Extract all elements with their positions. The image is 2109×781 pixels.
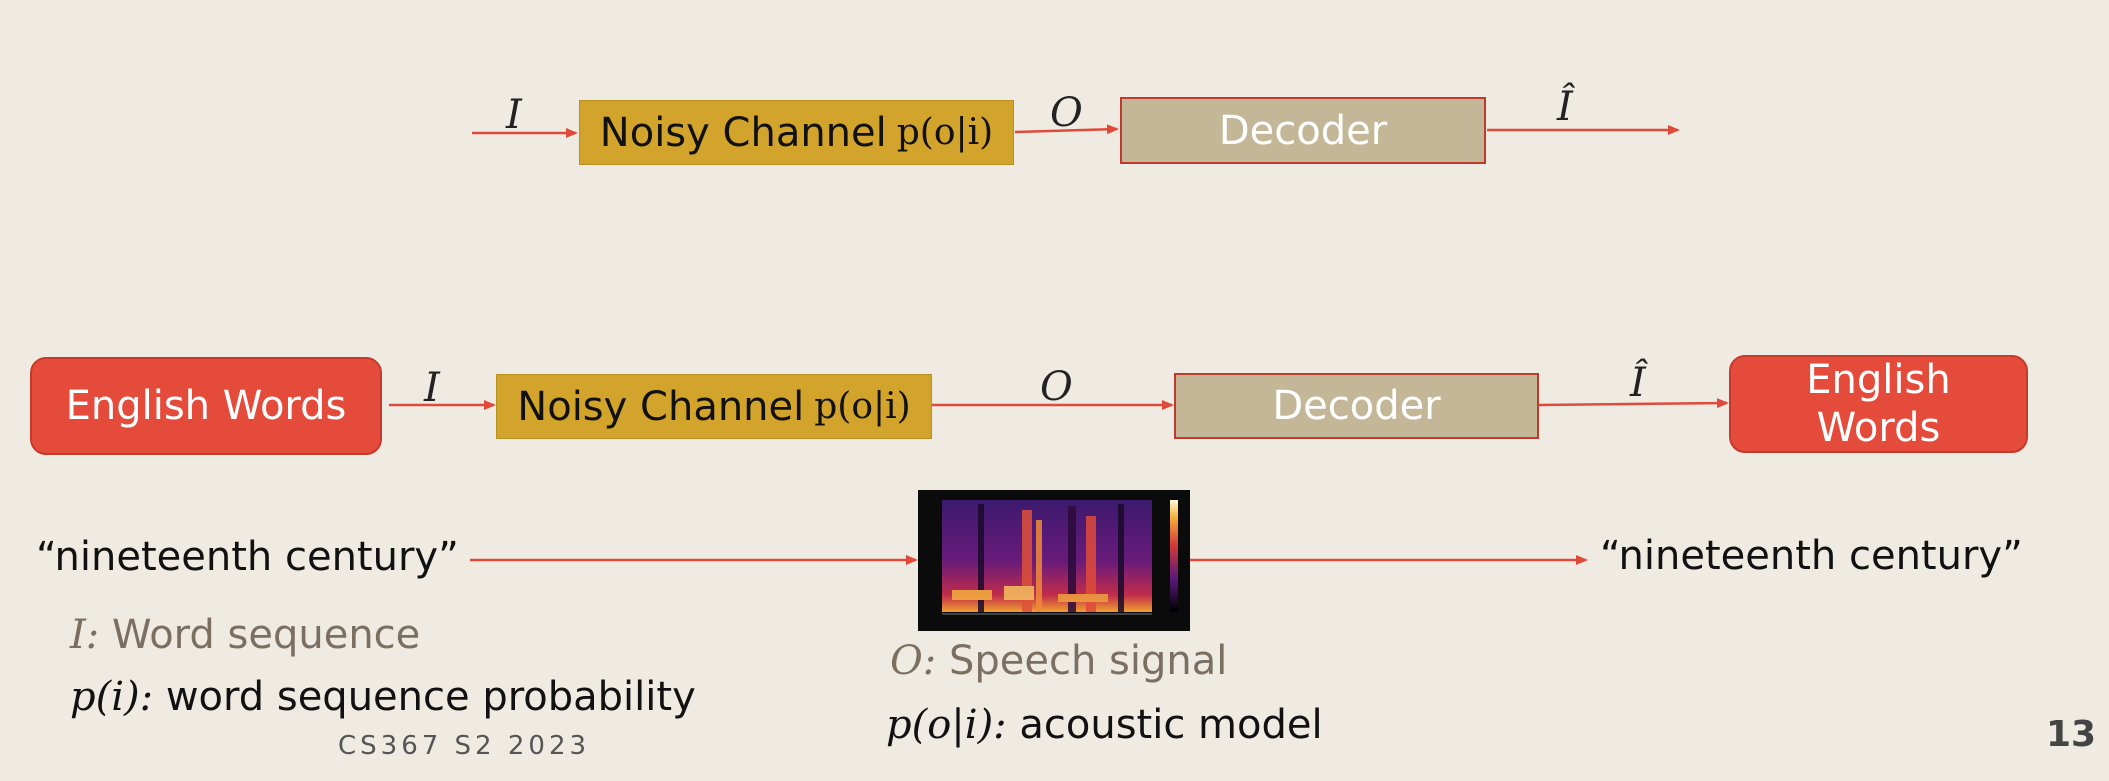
target-label: English Words	[1806, 357, 1951, 451]
legend-pi-var: p(i):	[70, 674, 154, 720]
bottom-channel-prob: p(o|i)	[814, 386, 911, 427]
legend-poi: p(o|i): acoustic model	[886, 702, 1323, 748]
legend-i-var: I:	[70, 612, 100, 658]
bottom-noisy-channel-box: Noisy Channel p(o|i)	[496, 374, 932, 439]
top-estimate-var: Î	[1557, 84, 1573, 130]
bottom-arrow-decoder-target	[1538, 398, 1729, 409]
bottom-estimate-var: Î	[1630, 360, 1646, 406]
legend-i: I: Word sequence	[70, 612, 420, 658]
course-footer: CS367 S2 2023	[338, 731, 591, 761]
legend-pi-desc: word sequence probability	[165, 674, 696, 720]
target-english-words-box: English Words	[1729, 355, 2028, 453]
spectrogram-image	[918, 490, 1190, 631]
bottom-output-var: O	[1040, 364, 1073, 410]
top-noisy-channel-box: Noisy Channel p(o|i)	[579, 100, 1014, 165]
bottom-decoder-label: Decoder	[1272, 383, 1441, 429]
source-english-words-box: English Words	[30, 357, 382, 455]
bottom-channel-label: Noisy Channel	[517, 383, 805, 430]
bottom-input-var: I	[424, 365, 440, 411]
legend-poi-var: p(o|i):	[886, 702, 1007, 748]
top-decoder-box: Decoder	[1120, 97, 1486, 164]
legend-o-var: O:	[890, 638, 937, 684]
top-input-var: I	[506, 92, 522, 138]
top-channel-label: Noisy Channel	[599, 109, 887, 156]
top-arrow-channel-decoder	[1014, 124, 1119, 135]
legend-poi-desc: acoustic model	[1019, 702, 1323, 748]
legend-o-desc: Speech signal	[949, 638, 1228, 684]
top-decoder-label: Decoder	[1218, 107, 1388, 154]
source-label: English Words	[65, 383, 347, 429]
page-number: 13	[2046, 714, 2097, 755]
legend-pi: p(i): word sequence probability	[70, 674, 696, 720]
legend-i-desc: Word sequence	[112, 612, 421, 658]
legend-o: O: Speech signal	[890, 638, 1227, 684]
bottom-decoder-box: Decoder	[1174, 373, 1539, 439]
top-channel-prob: p(o|i)	[896, 112, 994, 153]
top-output-var: O	[1050, 90, 1083, 136]
example-output-text: “nineteenth century”	[1600, 533, 2023, 579]
example-input-text: “nineteenth century”	[36, 534, 459, 580]
